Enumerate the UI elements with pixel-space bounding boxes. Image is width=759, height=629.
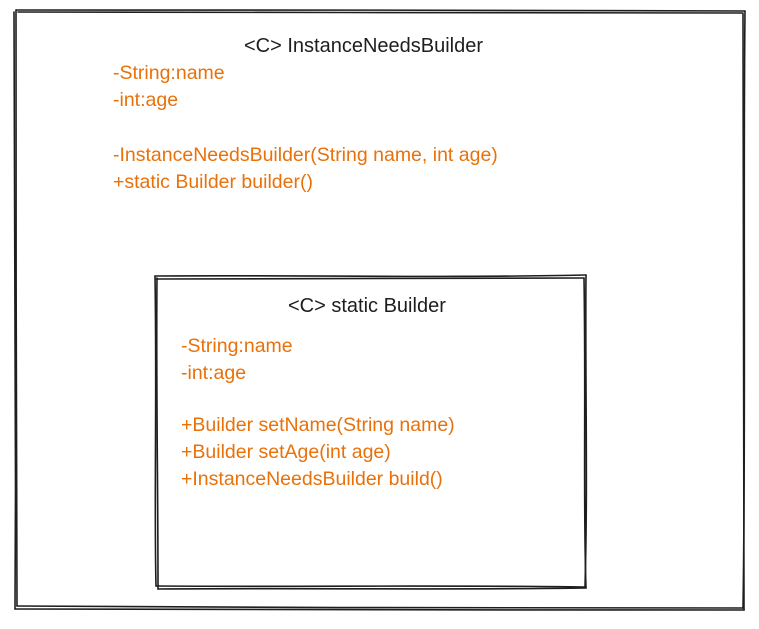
- inner-field-age: -int:age: [181, 362, 247, 384]
- outer-field-name: -String:name: [113, 62, 225, 84]
- outer-class-methods: -InstanceNeedsBuilder(String name, int a…: [113, 142, 498, 196]
- outer-class-title: <C> InstanceNeedsBuilder: [244, 35, 484, 57]
- inner-class-methods: +Builder setName(String name) +Builder s…: [181, 412, 455, 493]
- inner-class-fields: -String:name -int:age: [181, 333, 293, 387]
- outer-method-constructor: -InstanceNeedsBuilder(String name, int a…: [113, 144, 498, 166]
- inner-class-title: <C> static Builder: [288, 295, 446, 317]
- outer-field-age: -int:age: [113, 89, 179, 111]
- inner-field-name: -String:name: [181, 335, 293, 357]
- inner-method-build: +InstanceNeedsBuilder build(): [181, 468, 443, 490]
- outer-method-builder: +static Builder builder(): [113, 171, 313, 193]
- outer-class-box: [13, 9, 746, 611]
- inner-method-set-name: +Builder setName(String name): [181, 414, 455, 436]
- outer-class-fields: -String:name -int:age: [113, 60, 225, 114]
- inner-method-set-age: +Builder setAge(int age): [181, 441, 391, 463]
- inner-class-box: [154, 274, 588, 590]
